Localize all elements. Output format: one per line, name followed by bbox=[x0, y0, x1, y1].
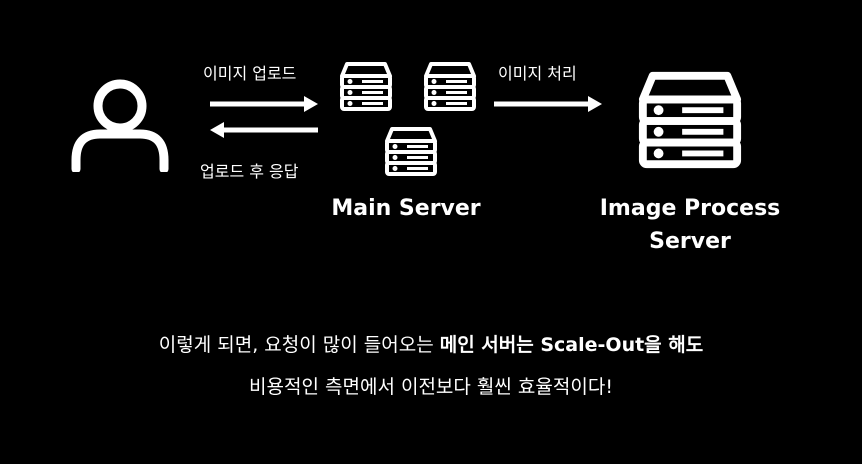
process-arrow bbox=[492, 94, 604, 114]
main-server-label: Main Server bbox=[331, 196, 481, 221]
response-arrow bbox=[208, 120, 320, 140]
image-server-label-line1: Image Process bbox=[599, 196, 781, 221]
response-label: 업로드 후 응답 bbox=[200, 162, 299, 181]
user-icon bbox=[70, 72, 170, 172]
process-label: 이미지 처리 bbox=[498, 64, 577, 83]
server-icon bbox=[338, 59, 394, 115]
image-server-label-line2: Server bbox=[649, 229, 731, 254]
server-icon bbox=[422, 59, 478, 115]
upload-arrow bbox=[208, 94, 320, 114]
server-icon bbox=[383, 124, 439, 180]
caption-plain-text: 이렇게 되면, 요청이 많이 들어오는 bbox=[158, 334, 440, 356]
upload-label: 이미지 업로드 bbox=[203, 64, 297, 83]
image-server-icon bbox=[635, 66, 745, 176]
caption-line-1: 이렇게 되면, 요청이 많이 들어오는 메인 서버는 Scale-Out을 해도 bbox=[0, 330, 862, 357]
caption-bold-text: 메인 서버는 Scale-Out을 해도 bbox=[439, 334, 704, 356]
caption-line-2: 비용적인 측면에서 이전보다 훨씬 효율적이다! bbox=[249, 376, 613, 398]
